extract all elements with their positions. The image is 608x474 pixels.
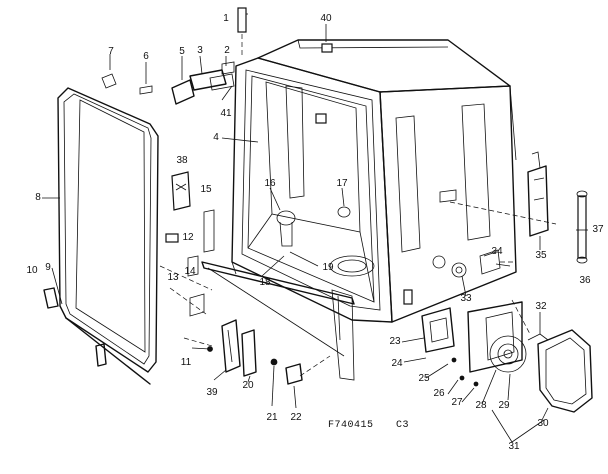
part-label-25: 25	[418, 373, 430, 384]
part-label-32: 32	[535, 301, 547, 312]
part-label-3: 3	[197, 45, 203, 56]
part-label-28: 28	[475, 400, 487, 411]
tub-assembly	[231, 39, 517, 323]
part-label-37: 37	[592, 224, 604, 235]
part-label-38: 38	[176, 155, 188, 166]
part-label-7: 7	[108, 46, 114, 57]
part-label-27: 27	[451, 397, 463, 408]
part-label-22: 22	[290, 412, 302, 423]
door-inner-parts	[159, 171, 355, 381]
part-label-5: 5	[179, 46, 185, 57]
part-label-17: 17	[336, 178, 348, 189]
pump-motor-assembly	[421, 299, 593, 413]
part-label-35: 35	[535, 250, 547, 261]
part-label-14: 14	[184, 266, 196, 277]
part-label-40: 40	[320, 13, 332, 24]
part-label-9: 9	[45, 262, 51, 273]
right-side-parts	[449, 151, 588, 264]
part-label-20: 20	[242, 380, 254, 391]
part-label-29: 29	[498, 400, 510, 411]
part-label-41: 41	[220, 108, 232, 119]
figure-code: F740415 C3	[328, 420, 409, 431]
part-label-24: 24	[391, 358, 403, 369]
part-label-33: 33	[460, 293, 472, 304]
door-gasket	[57, 87, 159, 385]
part-label-13: 13	[167, 272, 179, 283]
figure-code-suffix: C3	[396, 420, 410, 431]
part-label-19: 19	[322, 262, 334, 273]
part-label-12: 12	[182, 232, 194, 243]
part-label-26: 26	[433, 388, 445, 399]
hinge-parts	[221, 319, 257, 377]
part-label-1: 1	[223, 13, 229, 24]
latch-small-parts	[101, 7, 247, 105]
part-label-30: 30	[537, 418, 549, 429]
part-label-16: 16	[264, 178, 276, 189]
part-label-18: 18	[259, 277, 271, 288]
leader-lines	[42, 13, 588, 443]
part-label-36: 36	[579, 275, 591, 286]
part-label-4: 4	[213, 132, 219, 143]
figure-code-main: F740415	[328, 420, 374, 431]
part-label-15: 15	[200, 184, 212, 195]
part-label-8: 8	[35, 192, 41, 203]
part-label-39: 39	[206, 387, 218, 398]
part-label-31: 31	[508, 441, 520, 452]
part-label-11: 11	[180, 357, 192, 368]
part-label-23: 23	[389, 336, 401, 347]
part-label-21: 21	[266, 412, 278, 423]
part-label-10: 10	[26, 265, 38, 276]
part-label-6: 6	[143, 51, 149, 62]
part-label-34: 34	[491, 246, 503, 257]
lower-left-parts	[43, 287, 331, 385]
part-label-2: 2	[224, 45, 230, 56]
